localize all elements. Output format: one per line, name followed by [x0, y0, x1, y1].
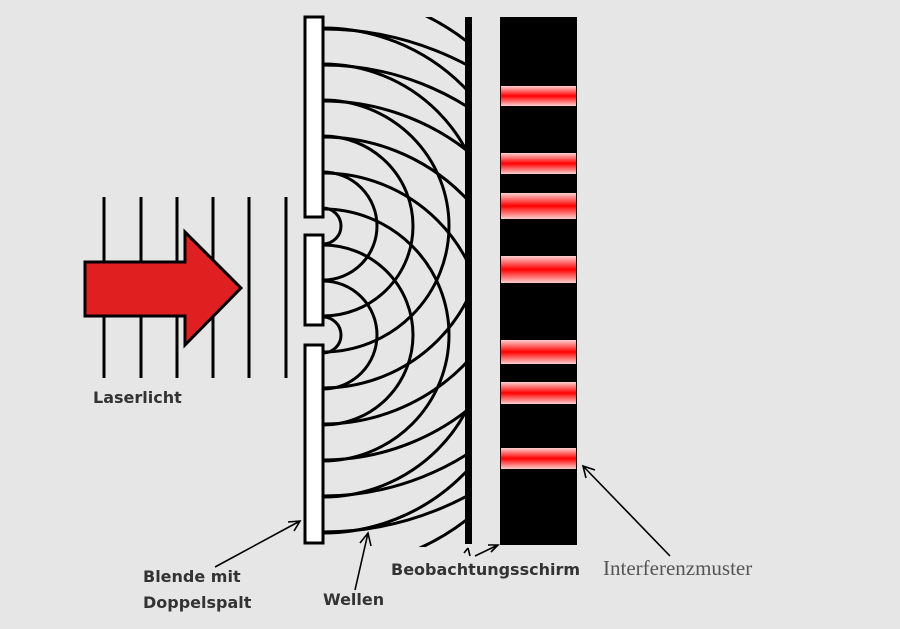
wave-arc	[323, 17, 466, 462]
screen-arrow	[463, 544, 500, 557]
fringe	[501, 382, 576, 404]
fringe	[501, 340, 576, 364]
wave-arc	[323, 243, 415, 427]
pattern-label: Interferenzmuster	[603, 556, 753, 580]
aperture-label-line2: Doppelspalt	[143, 593, 252, 612]
label-arrows	[214, 464, 671, 591]
wave-arc	[323, 170, 379, 282]
wave-arc	[323, 207, 451, 463]
aperture-label-line1: Blende mit	[143, 567, 241, 586]
wave-arc	[323, 62, 466, 390]
wave-arc	[323, 63, 466, 108]
fringe	[501, 448, 576, 469]
laser-arrow	[83, 228, 244, 349]
waves-label: Wellen	[323, 590, 385, 609]
screen-label: Beobachtungsschirm	[391, 560, 581, 579]
wave-arc	[323, 315, 343, 355]
fringe	[501, 193, 576, 219]
wave-arc	[323, 206, 343, 246]
pattern-arrow	[581, 464, 671, 557]
wave-arc	[323, 171, 466, 499]
wave-arc	[323, 135, 466, 535]
fringe	[501, 86, 576, 106]
observation-screen	[465, 17, 472, 544]
laser-label: Laserlicht	[93, 388, 182, 407]
aperture-double-slit	[303, 15, 325, 545]
wave-arc	[323, 134, 415, 318]
wave-arc	[323, 99, 466, 547]
fringe	[501, 256, 576, 283]
aperture-arrow	[214, 520, 302, 568]
wave-arc	[323, 26, 466, 426]
interference-fringes	[501, 86, 576, 469]
wave-arc	[323, 98, 451, 354]
fringe	[501, 153, 576, 174]
waves	[323, 17, 466, 547]
wave-arc	[323, 279, 379, 391]
wave-arc	[323, 453, 466, 498]
waves-arrow	[354, 531, 372, 591]
